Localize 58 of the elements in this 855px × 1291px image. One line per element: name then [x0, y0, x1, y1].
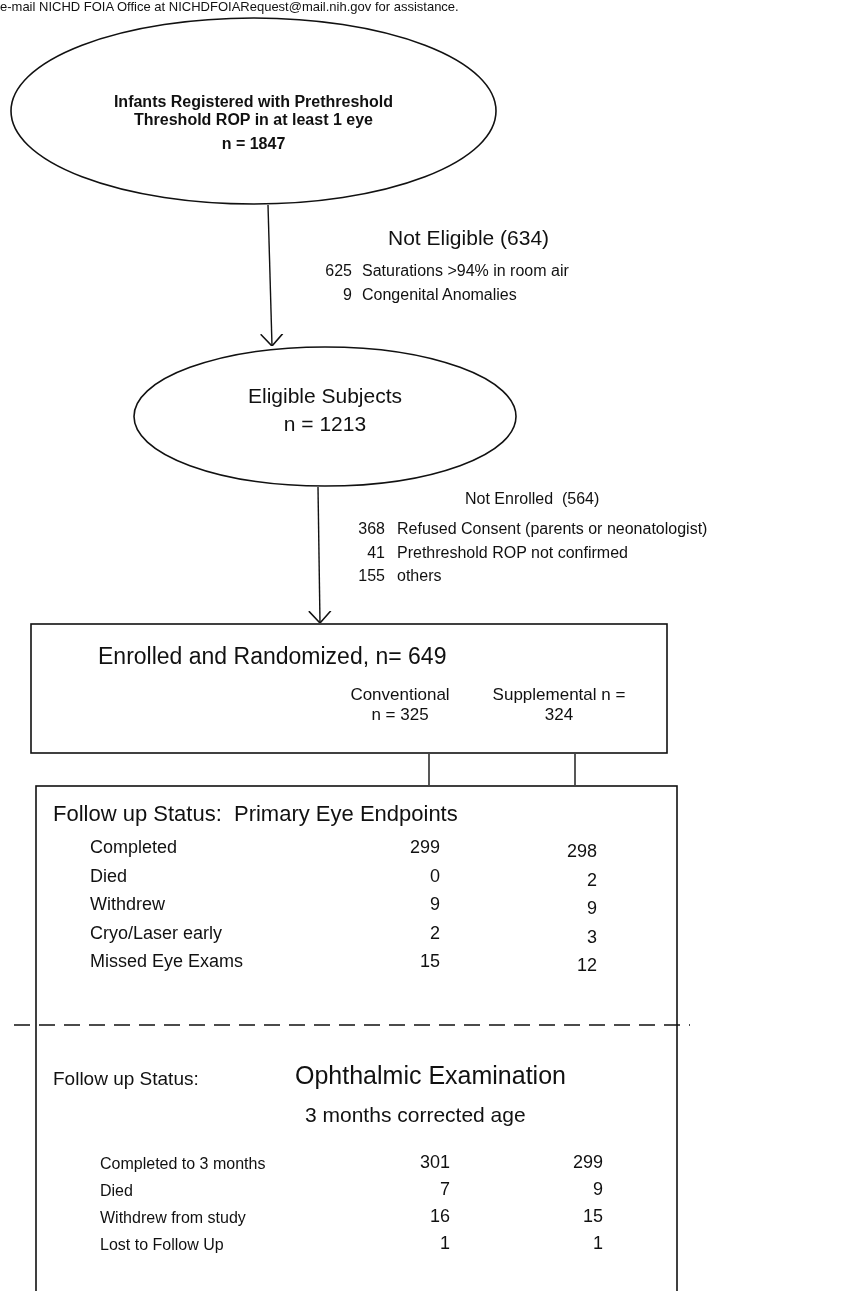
node-title: Infants Registered with Prethreshold Threshold ROP in at least 1 eye [112, 93, 395, 130]
exclusion-reason: others [397, 567, 442, 586]
section-heading: Follow up Status: Primary Eye Endpoints [53, 801, 458, 827]
section-subheading: 3 months corrected age [305, 1103, 526, 1128]
table-value: 9 [592, 1179, 603, 1200]
count-number: 625 [324, 262, 352, 281]
node-title: Enrolled and Randomized, n= 649 [98, 643, 447, 670]
row-label: Died [100, 1182, 133, 1201]
group-count: Supplemental n = 324 [492, 685, 626, 725]
exclusion-reason: Prethreshold ROP not confirmed [397, 544, 628, 563]
count-number: 9 [342, 286, 352, 305]
node-title: Eligible Subjects [246, 384, 404, 409]
table-value: 298 [565, 841, 597, 862]
section-heading: Ophthalmic Examination [295, 1061, 566, 1090]
row-label: Missed Eye Exams [90, 951, 244, 972]
exclusion-heading: Not Enrolled (564) [465, 490, 600, 509]
exclusion-heading: Not Eligible (634) [388, 226, 550, 251]
table-value: 301 [418, 1152, 450, 1173]
process-box [30, 623, 668, 754]
table-value: 7 [439, 1179, 450, 1200]
row-label: Died [90, 865, 128, 887]
row-label: Completed [90, 837, 178, 858]
table-value: 0 [429, 865, 440, 887]
row-label: Withdrew from study [100, 1209, 246, 1228]
arrow [259, 204, 284, 347]
count-number: 41 [366, 544, 385, 563]
status-table-box [35, 785, 678, 1291]
group-count: Conventional n = 325 [349, 685, 451, 725]
row-label: Completed to 3 months [100, 1155, 266, 1174]
count-number: 368 [357, 520, 385, 539]
row-label: Lost to Follow Up [100, 1236, 224, 1255]
table-value: 2 [429, 922, 440, 944]
count-text: n = 1213 [282, 412, 368, 437]
exclusion-reason: Refused Consent (parents or neonatologist) [397, 520, 708, 539]
table-value: 15 [581, 1206, 603, 1227]
table-value: 1 [439, 1233, 450, 1254]
exclusion-reason: Congenital Anomalies [362, 286, 517, 305]
ellipse-node [10, 17, 497, 205]
table-value: 12 [575, 955, 597, 976]
table-value: 16 [428, 1206, 450, 1227]
table-value: 299 [408, 837, 440, 858]
section-heading: Follow up Status: [53, 1068, 199, 1090]
ellipse-node [133, 346, 517, 487]
table-value: 1 [592, 1233, 603, 1254]
row-label: Cryo/Laser early [90, 922, 223, 944]
connector-line [574, 753, 576, 786]
table-value: 9 [586, 898, 597, 919]
table-value: 3 [586, 926, 597, 948]
exclusion-reason: Saturations >94% in room air [362, 262, 569, 281]
count-text: n = 1847 [220, 135, 287, 154]
count-number: 155 [357, 567, 385, 586]
arrow [308, 486, 332, 624]
table-value: 299 [571, 1152, 603, 1173]
table-value: 15 [418, 951, 440, 972]
row-label: Withdrew [90, 894, 165, 915]
table-value: 2 [586, 869, 597, 891]
table-value: 9 [429, 894, 440, 915]
connector-line [428, 753, 430, 786]
